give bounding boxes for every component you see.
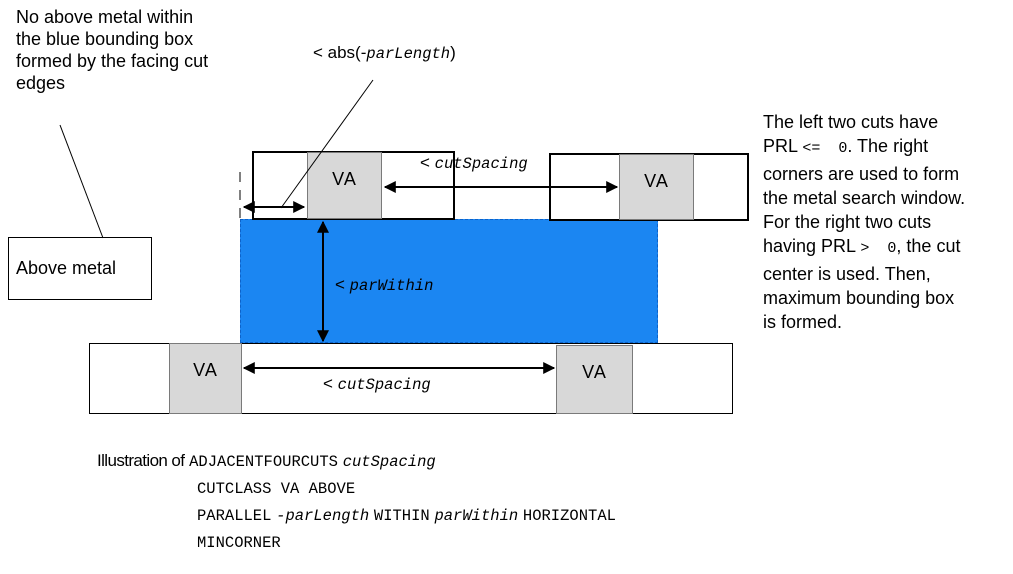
- note-line: formed by the facing cut: [16, 51, 209, 71]
- caption-text: CUTCLASS VA ABOVE: [197, 480, 356, 498]
- note-line: the blue bounding box: [16, 29, 194, 49]
- note-line: maximum bounding box: [763, 286, 965, 310]
- metal-search-window: [240, 219, 658, 343]
- note-text: The left two cuts have: [763, 112, 939, 132]
- lt-sign: <: [323, 374, 338, 393]
- caption-line-1: Illustration of ADJACENTFOURCUTS cutSpac…: [97, 448, 616, 475]
- note-text: For the right two cuts: [763, 212, 932, 233]
- caption-line-3: PARALLEL -parLength WITHIN parWithin HOR…: [97, 502, 616, 529]
- note-text: center is used. Then,: [763, 263, 931, 284]
- note-code: <= 0: [802, 140, 848, 158]
- caption-param: cutSpacing: [342, 453, 436, 471]
- caption-text: MINCORNER: [197, 534, 281, 552]
- note-line: corners are used to form: [763, 162, 965, 186]
- lt-sign: <: [335, 275, 350, 294]
- abs-prefix: < abs(-: [313, 43, 367, 62]
- note-line: having PRL > 0, the cut: [763, 234, 965, 261]
- parwithin-param: parWithin: [349, 277, 434, 295]
- above-metal-box: Above metal: [8, 237, 152, 300]
- note-line: The left two cuts have: [763, 110, 965, 134]
- parlength-label: < abs(-parLength): [313, 43, 456, 63]
- leader-line-parlength: [280, 79, 374, 209]
- note-text: having PRL: [763, 236, 861, 257]
- note-text: , the cut: [896, 236, 961, 257]
- note-line: For the right two cuts: [763, 210, 965, 234]
- caption-param: parWithin: [434, 507, 519, 525]
- note-line: is formed.: [763, 310, 965, 334]
- bottom-cutspacing-label: < cutSpacing: [323, 374, 431, 394]
- above-metal-label: Above metal: [16, 258, 117, 278]
- caption-param: -parLength: [276, 507, 370, 525]
- top-cutspacing-label: < cutSpacing: [420, 153, 528, 173]
- via-label: VA: [644, 171, 669, 191]
- note-line: edges: [16, 73, 66, 93]
- note-line: the metal search window.: [763, 186, 965, 210]
- caption-keyword: ADJACENTFOURCUTS: [189, 453, 338, 471]
- via-label: VA: [582, 362, 607, 382]
- note-text: is formed.: [763, 312, 843, 333]
- cutspacing-param: cutSpacing: [337, 376, 431, 394]
- note-code: > 0: [860, 240, 897, 258]
- caption-keyword: WITHIN: [373, 507, 430, 525]
- caption-keyword: HORIZONTAL: [522, 507, 616, 525]
- note-text: . The right: [847, 136, 929, 157]
- note-line: PRL <= 0. The right: [763, 134, 965, 161]
- caption-line-4: MINCORNER: [97, 529, 616, 556]
- lt-sign: <: [420, 153, 435, 172]
- note-text: PRL: [763, 136, 803, 157]
- note-line: No above metal within: [16, 7, 194, 27]
- abs-param: parLength: [366, 45, 451, 63]
- caption-prefix: Illustration of: [97, 451, 185, 470]
- note-text: the metal search window.: [763, 187, 966, 208]
- caption-keyword: PARALLEL: [197, 507, 272, 525]
- via-top-left: VA: [307, 152, 382, 219]
- via-label: VA: [332, 169, 357, 189]
- note-text: corners are used to form: [763, 163, 960, 184]
- abs-suffix: ): [450, 43, 456, 62]
- via-bottom-right: VA: [556, 345, 633, 414]
- caption: Illustration of ADJACENTFOURCUTS cutSpac…: [97, 448, 616, 556]
- note-no-above-metal: No above metal within the blue bounding …: [16, 6, 208, 94]
- via-bottom-left: VA: [169, 343, 242, 414]
- note-text: maximum bounding box: [763, 288, 955, 309]
- via-top-right: VA: [619, 154, 694, 220]
- caption-line-2: CUTCLASS VA ABOVE: [97, 475, 616, 502]
- parwithin-label: < parWithin: [335, 275, 433, 295]
- note-line: center is used. Then,: [763, 262, 965, 286]
- via-label: VA: [193, 360, 218, 380]
- cutspacing-param: cutSpacing: [434, 155, 528, 173]
- leader-line-note: [59, 124, 104, 239]
